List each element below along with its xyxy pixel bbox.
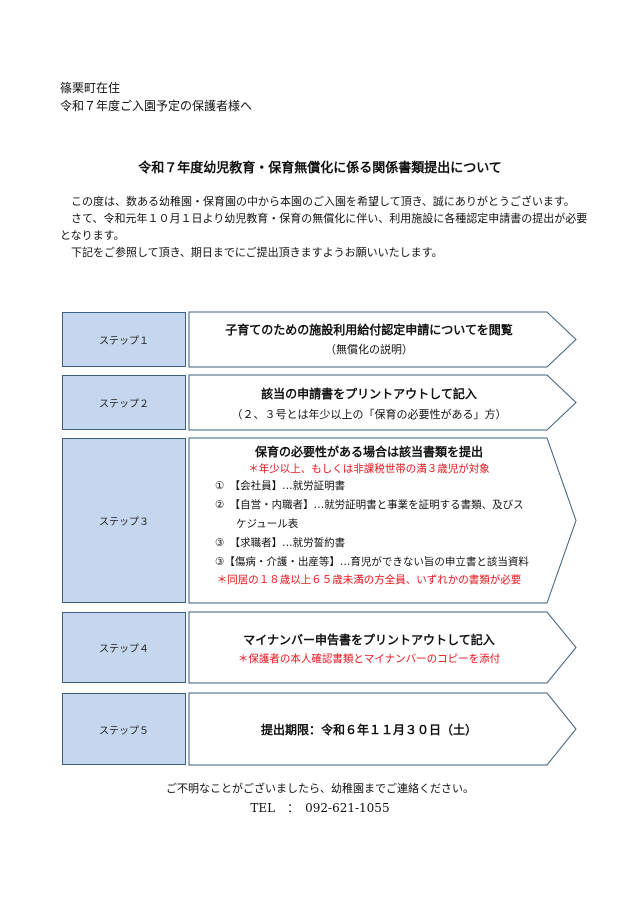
step-3-item: ③【傷病・介護・出産等】…育児ができない旨の申立書と該当資料 [215,556,529,568]
step-4-heading: マイナンバー申告書をプリントアウトして記入 [243,633,495,647]
step-2-label: ステップ２ [62,375,186,430]
telephone-number: TEL ： 092-621-1055 [250,801,390,815]
step-3-heading: 保育の必要性がある場合は該当書類を提出 [254,445,483,459]
step-3-note-2: ＊同居の１８歳以上６５歳未満の方全員、いずれかの書類が必要 [216,574,522,586]
step-3-note: ＊年少以上、もしくは非課税世帯の満３歳児が対象 [248,463,490,475]
step-2-arrow: 該当の申請書をプリントアウトして記入 （２、３号とは年少以上の「保育の必要性があ… [188,374,577,431]
step-3-label: ステップ３ [62,438,186,603]
step-4-label: ステップ４ [62,612,186,683]
intro-paragraph-3: 下記をご参照して頂き、期日までにご提出頂きますようお願いいたします。 [60,246,443,259]
step-2-heading: 該当の申請書をプリントアウトして記入 [261,387,477,401]
step-4-note: ＊保護者の本人確認書類とマイナンバーのコピーを添付 [237,653,501,665]
intro-paragraph-1: この度は、数ある幼稚園・保育園の中から本園のご入園を希望して頂き、誠にありがとう… [60,195,575,208]
intro-paragraph-2: さて、令和元年１０月１日より幼児教育・保育の無償化に伴い、利用施設に各種認定申請… [60,212,588,242]
step-1-arrow: 子育てのための施設利用給付認定申請についてを閲覧 （無償化の説明） [188,311,577,368]
step-3-item: ① 【会社員】…就労証明書 [215,480,346,492]
contact-note: ご不明なことがございましたら、幼稚園までご連絡ください。 [166,782,474,795]
step-5-label: ステップ５ [62,693,186,765]
step-3-arrow: 保育の必要性がある場合は該当書類を提出 ＊年少以上、もしくは非課税世帯の満３歳児… [188,437,577,604]
recipient-area: 篠栗町在住 [60,81,121,95]
document-title: 令和７年度幼児教育・保育無償化に係る関係書類提出について [138,161,502,176]
step-3-list: ① 【会社員】…就労証明書 ② 【自営・内職者】…就労証明書と事業を証明する書類… [189,477,569,572]
step-4-arrow: マイナンバー申告書をプリントアウトして記入 ＊保護者の本人確認書類とマイナンバー… [188,611,577,684]
step-1-label: ステップ１ [62,312,186,367]
step-5-arrow: 提出期限：令和６年１１月３０日（土） [188,692,577,766]
step-2-subtext: （２、３号とは年少以上の「保育の必要性がある」方） [231,408,507,421]
step-3-item: ケジュール表 [215,518,299,530]
step-3-item: ③ 【求職者】…就労誓約書 [215,537,346,549]
submission-deadline: 提出期限：令和６年１１月３０日（土） [260,723,477,737]
recipient-line: 令和７年度ご入園予定の保護者様へ [60,99,253,113]
intro-text: この度は、数ある幼稚園・保育園の中から本園のご入園を希望して頂き、誠にありがとう… [60,193,590,261]
step-3-item: ② 【自営・内職者】…就労証明書と事業を証明する書類、及びス [215,499,524,511]
step-1-subtext: （無償化の説明） [325,343,413,356]
step-1-heading: 子育てのための施設利用給付認定申請についてを閲覧 [225,323,513,337]
